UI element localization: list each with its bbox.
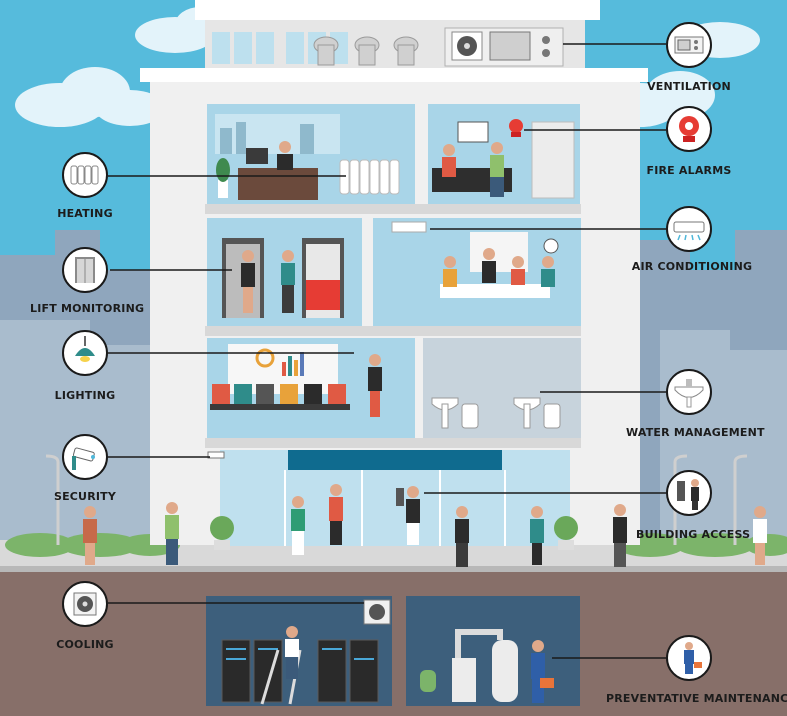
server-fan xyxy=(369,604,385,620)
office-window xyxy=(215,114,340,154)
cctv-camera-icon xyxy=(62,434,108,480)
label-security: SECURITY xyxy=(53,490,117,503)
floor-slab-3 xyxy=(205,438,581,448)
planter-trees xyxy=(210,516,578,550)
access-panel xyxy=(396,488,404,506)
lounge-picture xyxy=(457,121,489,143)
label-lift-monitoring: LIFT MONITORING xyxy=(30,302,145,315)
curb xyxy=(0,566,787,572)
office-worker xyxy=(277,141,293,170)
fan-unit-icon xyxy=(62,581,108,627)
label-lighting: LIGHTING xyxy=(54,389,116,402)
wall-clock xyxy=(543,238,559,254)
radiator xyxy=(339,159,400,195)
boiler-equipment xyxy=(420,629,518,702)
office-monitor xyxy=(246,148,268,164)
server-lights xyxy=(226,648,374,660)
vent-unit-icon xyxy=(666,22,712,68)
roof-vents xyxy=(313,36,419,66)
technician-icon xyxy=(666,635,712,681)
fire-bell-icon xyxy=(666,106,712,152)
street-lamps xyxy=(45,454,748,545)
roof-windows xyxy=(212,32,348,64)
plant xyxy=(216,158,230,198)
wall-ac-unit xyxy=(391,221,427,233)
lounge-door xyxy=(531,121,575,199)
presenter xyxy=(368,354,382,417)
building-cctv xyxy=(207,451,225,459)
label-cooling: COOLING xyxy=(56,638,114,651)
meeting-table xyxy=(440,284,550,298)
meeting-people xyxy=(443,248,555,287)
label-ventilation: VENTILATION xyxy=(647,80,731,93)
leader-lines xyxy=(103,43,666,659)
street-people xyxy=(83,502,767,567)
lobby-glass-frames xyxy=(284,470,506,546)
rooftop-vent-unit xyxy=(444,27,564,67)
presentation-chart xyxy=(255,348,304,376)
office-window-city xyxy=(220,122,314,154)
lift-people xyxy=(241,250,295,313)
elevator-door-icon xyxy=(62,247,108,293)
label-air-conditioning: AIR CONDITIONING xyxy=(631,260,753,273)
audience xyxy=(210,384,350,410)
lounge-people xyxy=(442,142,504,197)
lobby-banner xyxy=(288,450,502,470)
floor-slab-2 xyxy=(205,326,581,336)
roof-ledge xyxy=(140,68,648,82)
maintenance-technician xyxy=(531,640,554,703)
underground xyxy=(0,572,787,716)
radiator-icon xyxy=(62,152,108,198)
top-rim xyxy=(195,0,600,20)
label-heating: HEATING xyxy=(57,207,113,220)
label-preventative-maintenance: PREVENTATIVE MAINTENANCE xyxy=(606,692,787,705)
wall-fire-alarm xyxy=(509,119,523,137)
label-fire-alarms: FIRE ALARMS xyxy=(646,164,732,177)
office-desk xyxy=(238,168,318,200)
access-panel-person-icon xyxy=(666,470,712,516)
floor-slab-1 xyxy=(205,204,581,214)
ladder-technician xyxy=(260,626,302,705)
label-building-access: BUILDING ACCESS xyxy=(636,528,751,541)
sink-icon xyxy=(666,369,712,415)
label-water-management: WATER MANAGEMENT xyxy=(626,426,765,439)
wall-ac-icon xyxy=(666,206,712,252)
lobby-people xyxy=(291,484,420,555)
pendant-lamp-icon xyxy=(62,330,108,376)
sinks-and-toilets xyxy=(431,397,561,429)
